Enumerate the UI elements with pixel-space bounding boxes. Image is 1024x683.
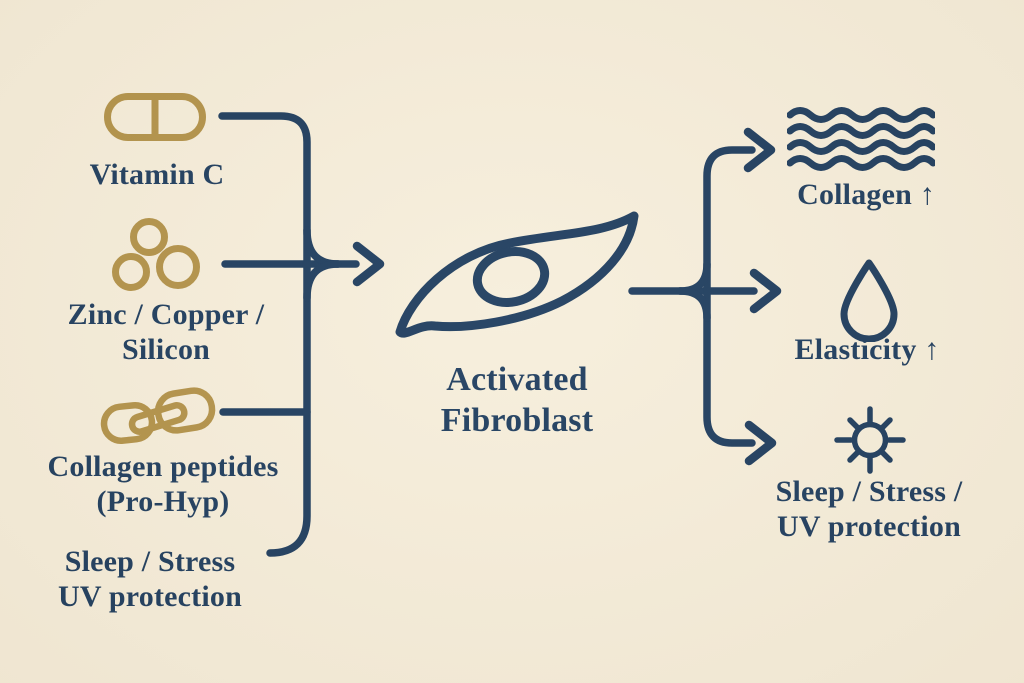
label-sleep-stress-uv-right: Sleep / Stress / UV protection [776, 474, 963, 544]
chain-links-icon [98, 386, 222, 451]
sun-icon [826, 396, 914, 489]
output-merge-curve-down [676, 287, 711, 322]
label-elasticity-line1: Elasticity ↑ [794, 333, 940, 366]
label-vitamin-c: Vitamin C [90, 157, 225, 192]
input-merge-curve-top [303, 226, 342, 268]
label-collagen-peptides: Collagen peptides (Pro-Hyp) [48, 449, 279, 519]
input-bracket-line [218, 112, 311, 557]
minerals-icon [108, 216, 204, 301]
label-sleep-right-line2: UV protection [777, 510, 961, 544]
arrowhead-to-collagen [743, 127, 776, 173]
fibroblast-cell-icon [390, 210, 642, 353]
label-elasticity-up: Elasticity ↑ [795, 332, 940, 367]
output-branch-bracket [703, 146, 756, 447]
pill-icon [103, 92, 207, 147]
label-sleep-left-line1: Sleep / Stress [64, 545, 236, 578]
label-peptides-line2: (Pro-Hyp) [96, 485, 230, 519]
label-zinc-line1: Zinc / Copper / [67, 298, 265, 331]
label-zinc-line2: Silicon [121, 333, 211, 367]
label-vitamin-c-line1: Vitamin C [89, 158, 225, 191]
label-activated-fibroblast: Activated Fibroblast [441, 359, 594, 442]
water-drop-icon [838, 258, 900, 347]
label-sleep-stress-uv-left: Sleep / Stress UV protection [58, 544, 242, 614]
label-sleep-left-line2: UV protection [58, 580, 242, 614]
label-center-line2: Fibroblast [440, 402, 594, 440]
label-sleep-right-line1: Sleep / Stress / [775, 475, 963, 508]
input-merge-curve-bottom [303, 260, 342, 302]
label-center-line1: Activated [446, 361, 588, 398]
arrowhead-to-protection [744, 420, 777, 466]
label-peptides-line1: Collagen peptides [47, 450, 279, 483]
label-zinc-copper-silicon: Zinc / Copper / Silicon [68, 297, 265, 367]
output-merge-curve-up [676, 260, 711, 295]
collagen-fibers-icon [786, 106, 937, 177]
arrowhead-to-fibroblast [352, 241, 385, 287]
label-collagen-up-line1: Collagen ↑ [797, 178, 935, 211]
arrowhead-to-elasticity [749, 268, 782, 314]
label-collagen-up: Collagen ↑ [797, 177, 935, 212]
